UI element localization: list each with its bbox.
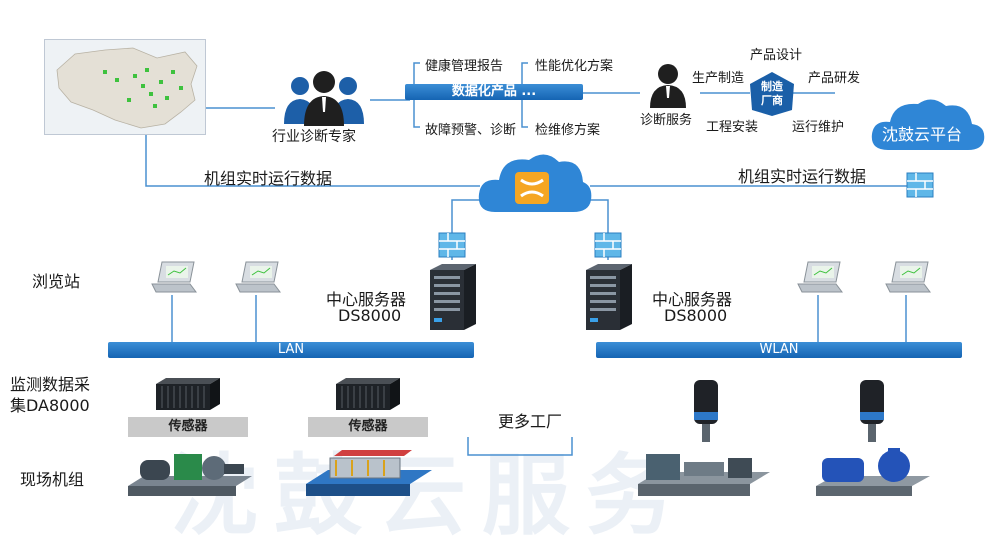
wlan-label: WLAN (759, 342, 799, 357)
manufacturer-item-operation: 运行维护 (792, 120, 845, 135)
firewall-icon (594, 232, 622, 258)
laptop-icon (234, 260, 282, 296)
laptop-icon (796, 260, 844, 296)
more-factories-label: 更多工厂 (498, 412, 563, 431)
valve-actuator-icon (852, 374, 892, 444)
layer-label-field: 现场机组 (20, 470, 85, 489)
lan-bar: LAN (108, 342, 474, 358)
diagnosis-person-icon (646, 62, 690, 108)
china-map (44, 39, 206, 135)
diagnosis-label: 诊断服务 (640, 113, 693, 128)
pump-unit-icon (812, 446, 934, 502)
central-cloud-icon (475, 148, 593, 216)
layer-label-browser: 浏览站 (32, 272, 81, 291)
motor-assembly-icon (634, 440, 774, 502)
compressor-unit-icon (124, 448, 256, 500)
experts-group-icon (276, 66, 372, 126)
server-label-left-line1: 中心服务器 (326, 290, 407, 309)
data-flow-label-right: 机组实时运行数据 (738, 167, 867, 186)
laptop-icon (884, 260, 932, 296)
expert-label: 行业诊断专家 (272, 129, 356, 145)
watermark-text: 沈鼓云服务 (170, 444, 691, 547)
manufacturer-item-production: 生产制造 (692, 71, 745, 86)
products-bar: 数据化产品 ... (405, 84, 583, 100)
firewall-icon (906, 172, 934, 198)
manufacturer-item-installation: 工程安装 (706, 120, 759, 135)
server-icon (580, 262, 636, 332)
lan-label: LAN (277, 342, 305, 357)
firewall-icon (438, 232, 466, 258)
product-item-fault-warning: 故障预警、诊断 (425, 123, 517, 138)
sensor-bar: 传感器 (128, 417, 248, 437)
manufacturer-item-rnd: 产品研发 (808, 71, 861, 86)
server-label-left-line2: DS8000 (338, 306, 402, 325)
wlan-bar: WLAN (596, 342, 962, 358)
sensor-label: 传感器 (168, 419, 208, 434)
platform-label: 沈鼓云平台 (882, 125, 963, 144)
manufacturer-label: 制造厂商 (761, 80, 783, 107)
laptop-icon (150, 260, 198, 296)
layer-label-monitor: 监测数据采集DA8000 (10, 375, 91, 415)
da8000-rack-icon (154, 376, 224, 412)
data-flow-label-left: 机组实时运行数据 (204, 169, 333, 188)
sensor-label: 传感器 (348, 419, 388, 434)
products-label: 数据化产品 ... (451, 84, 537, 99)
compressor-skid-icon (300, 444, 438, 502)
server-label-right-line2: DS8000 (664, 306, 728, 325)
da8000-rack-icon (334, 376, 404, 412)
server-label-right-line1: 中心服务器 (652, 290, 733, 309)
shengu-cloud-icon (868, 92, 988, 156)
valve-actuator-icon (686, 374, 726, 444)
manufacturer-item-design: 产品设计 (750, 48, 803, 63)
sensor-bar: 传感器 (308, 417, 428, 437)
manufacturer-hexagon (748, 70, 796, 118)
product-item-maintenance: 检维修方案 (535, 123, 601, 138)
product-item-health-report: 健康管理报告 (425, 59, 504, 74)
product-item-performance: 性能优化方案 (535, 59, 614, 74)
server-icon (424, 262, 480, 332)
